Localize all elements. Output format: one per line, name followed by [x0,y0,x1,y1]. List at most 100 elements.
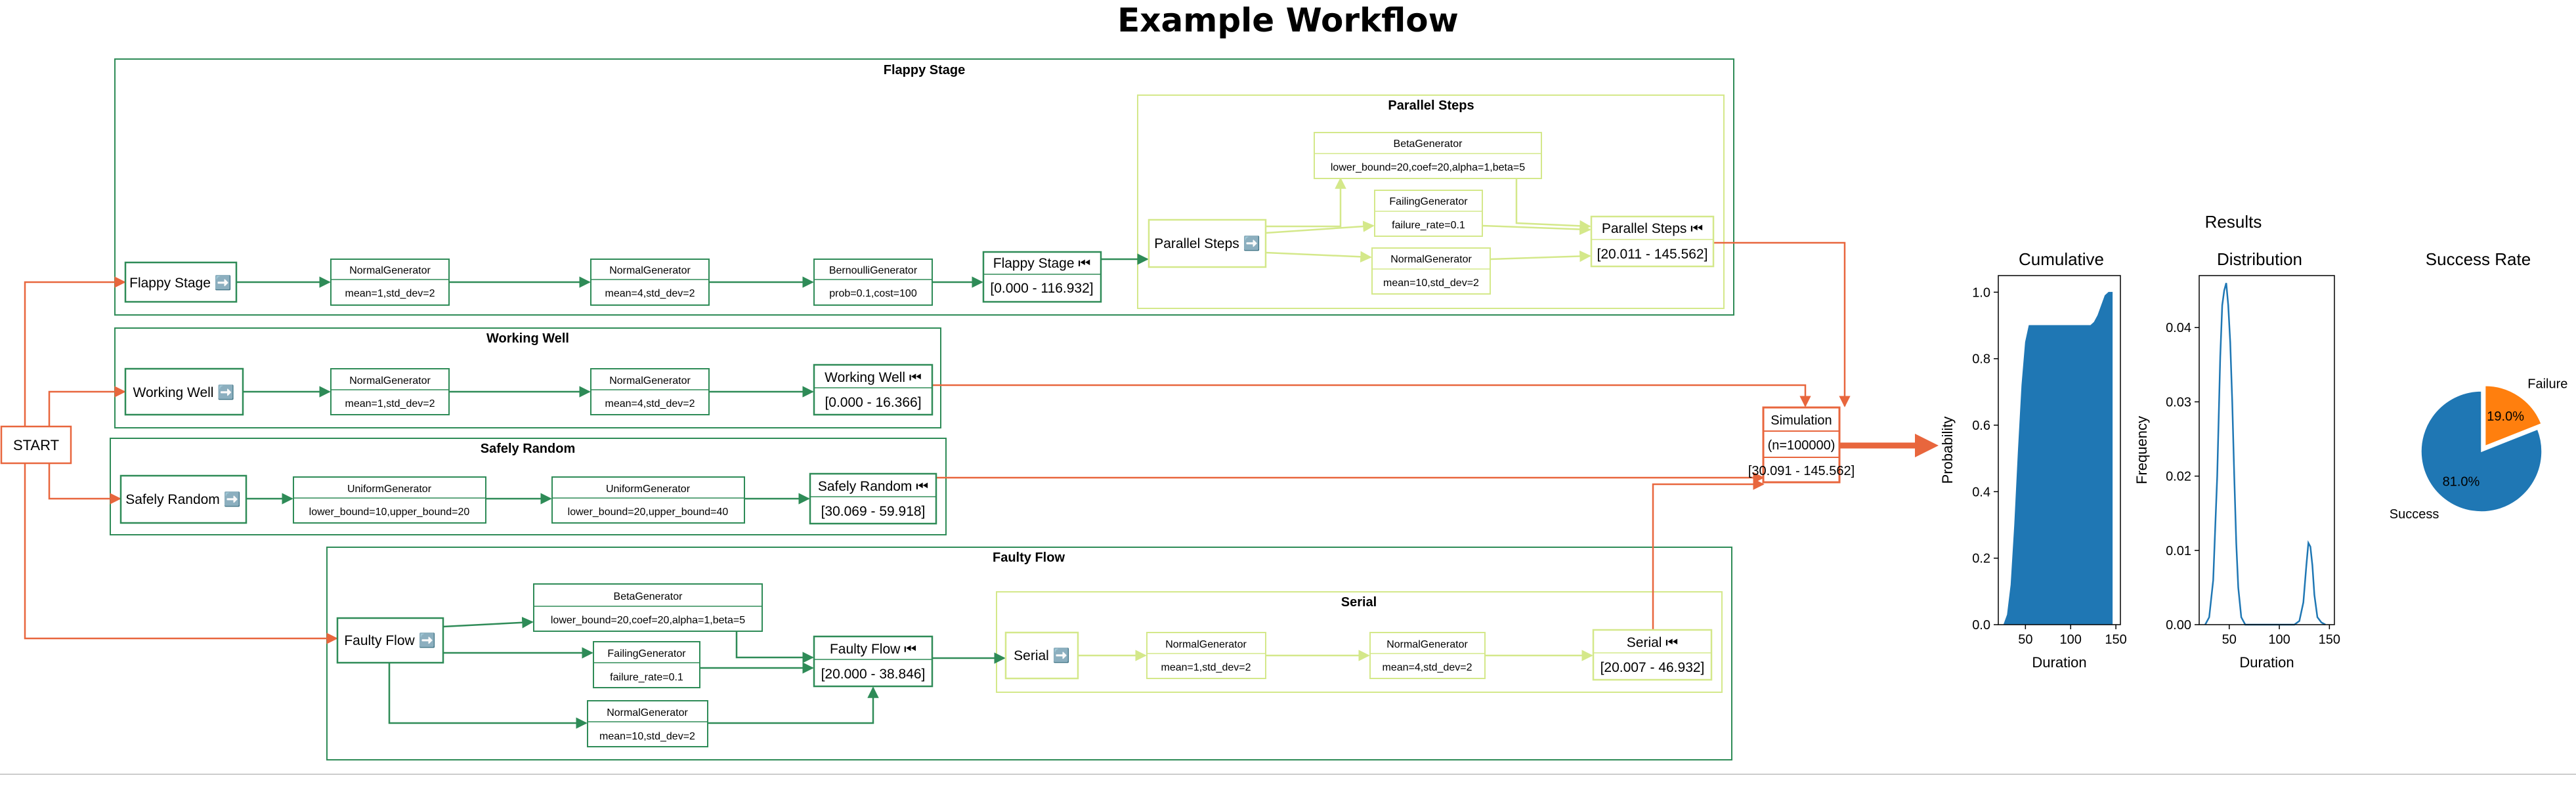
flappy-end-node[interactable] [982,251,1102,303]
parallel-norm-params: mean=10,std_dev=2 [1383,278,1479,289]
distribution-xtick-label-2: 150 [2319,633,2340,647]
group-working-well [114,327,941,428]
pie-label-success: Success [2390,507,2439,522]
pie-value-success: 81.0% [2443,475,2480,489]
parallel-norm-node[interactable] [1371,247,1491,295]
faulty-beta-name: BetaGenerator [614,591,683,602]
distribution-ytick-label-4: 0.04 [2166,321,2191,335]
simulation-range: [30.091 - 145.562] [1748,464,1855,478]
safely-gen1-node[interactable] [293,476,486,524]
parallel-beta-params: lower_bound=20,coef=20,alpha=1,beta=5 [1331,162,1525,173]
safely-gen2-node[interactable] [551,476,745,524]
page-title: Example Workflow [1117,1,1459,39]
start-label: START [13,437,59,453]
working-gen2-node[interactable] [590,368,710,415]
flappy-start-label: Flappy Stage ➡️ [129,274,232,291]
serial-start-node[interactable] [1004,631,1079,680]
working-end-node[interactable] [813,364,934,416]
safely-start-node[interactable] [119,474,247,524]
parallel-start-node[interactable] [1148,218,1267,268]
distribution-xtick-label-1: 100 [2268,633,2290,647]
faulty-end-node[interactable] [813,635,934,688]
flappy-gen1-node[interactable] [330,259,450,306]
edge-start-flappy [24,276,126,426]
distribution-title: Distribution [2217,249,2302,269]
working-gen2-name: NormalGenerator [609,375,691,386]
working-start-node[interactable] [124,367,244,416]
distribution-ytick-label-0: 0.00 [2166,618,2191,633]
cumulative-xtick-label-1: 100 [2060,633,2082,647]
edge-faulty-norm [388,663,588,729]
safely-end-node[interactable] [809,472,937,525]
distribution-frame [2199,275,2335,625]
edge-serial-sim [1652,478,1765,631]
parallel-range: [20.011 - 145.562] [1597,247,1708,262]
group-serial-label: Serial [1341,595,1377,610]
cumulative-title: Cumulative [2019,249,2104,269]
edge-start-working [48,386,126,426]
flappy-gen2-node[interactable] [590,259,710,306]
cumulative-xtick-label-0: 50 [2018,633,2032,647]
parallel-end-node[interactable] [1590,215,1715,268]
serial-gen1-params: mean=1,std_dev=2 [1161,662,1251,673]
cumulative-ylabel: Probability [1939,417,1956,484]
edge-start-faulty [24,463,338,644]
group-working-well-label: Working Well [486,331,569,346]
flappy-start-node[interactable] [124,261,238,303]
flappy-gen2-name: NormalGenerator [609,265,691,276]
parallel-fail-name: FailingGenerator [1389,196,1468,207]
start-node[interactable] [0,425,72,465]
group-parallel-steps [1137,94,1725,309]
cumulative-ytick-label-1: 0.2 [1972,552,1990,566]
working-range: [0.000 - 16.366] [825,395,921,410]
flappy-gen3-node[interactable] [813,259,933,306]
flappy-range: [0.000 - 116.932] [990,281,1093,296]
faulty-range: [20.000 - 38.846] [821,667,926,682]
edge-faulty-beta-end [735,631,814,663]
pie-slice-failure [2484,385,2543,447]
cumulative-ytick-label-0: 0.0 [1972,618,1990,633]
cumulative-area [2003,291,2113,625]
safely-gen1-name: UniformGenerator [347,484,432,495]
edge-faulty-norm-end [708,686,879,724]
distribution-line [2204,282,2326,626]
success-rate-title: Success Rate [2426,249,2531,269]
group-flappy-stage-label: Flappy Stage [884,63,965,77]
serial-gen1-name: NormalGenerator [1165,639,1247,650]
serial-end-node[interactable] [1592,629,1713,681]
faulty-fail-node[interactable] [593,641,700,688]
working-gen2-params: mean=4,std_dev=2 [605,398,695,409]
group-safely-random [110,438,947,535]
edge-parallel-fail-end [1482,223,1591,236]
parallel-beta-node[interactable] [1314,132,1542,179]
serial-start-label: Serial ➡️ [1014,647,1070,663]
edge-parallel-beta-end [1515,178,1591,232]
cumulative-ytick-label-2: 0.4 [1972,485,1990,499]
faulty-norm-node[interactable] [587,700,708,747]
results-title: Results [2205,212,2262,232]
faulty-beta-node[interactable] [533,583,763,632]
faulty-start-node[interactable] [336,617,444,664]
working-start-label: Working Well ➡️ [133,384,235,400]
simulation-title: Simulation [1771,413,1832,428]
pie-slice-success [2420,390,2543,512]
edge-parallel-norm-end [1490,250,1591,262]
serial-gen2-node[interactable] [1369,632,1486,679]
cumulative-xtick-label-2: 150 [2105,633,2126,647]
parallel-fail-params: failure_rate=0.1 [1392,220,1465,231]
working-gen1-node[interactable] [330,368,450,415]
working-end-label: Working Well ⏮ [825,370,922,385]
faulty-fail-name: FailingGenerator [607,648,686,659]
cumulative-ytick-label-5: 1.0 [1972,285,1990,300]
edge-parallel-sim [1713,241,1851,407]
flappy-gen3-name: BernoulliGenerator [829,265,918,276]
serial-gen1-node[interactable] [1146,632,1266,679]
parallel-beta-name: BetaGenerator [1394,138,1463,150]
cumulative-ytick-label-3: 0.6 [1972,419,1990,433]
simulation-count: (n=100000) [1768,438,1835,453]
working-gen1-params: mean=1,std_dev=2 [345,398,435,409]
parallel-fail-node[interactable] [1374,190,1483,237]
